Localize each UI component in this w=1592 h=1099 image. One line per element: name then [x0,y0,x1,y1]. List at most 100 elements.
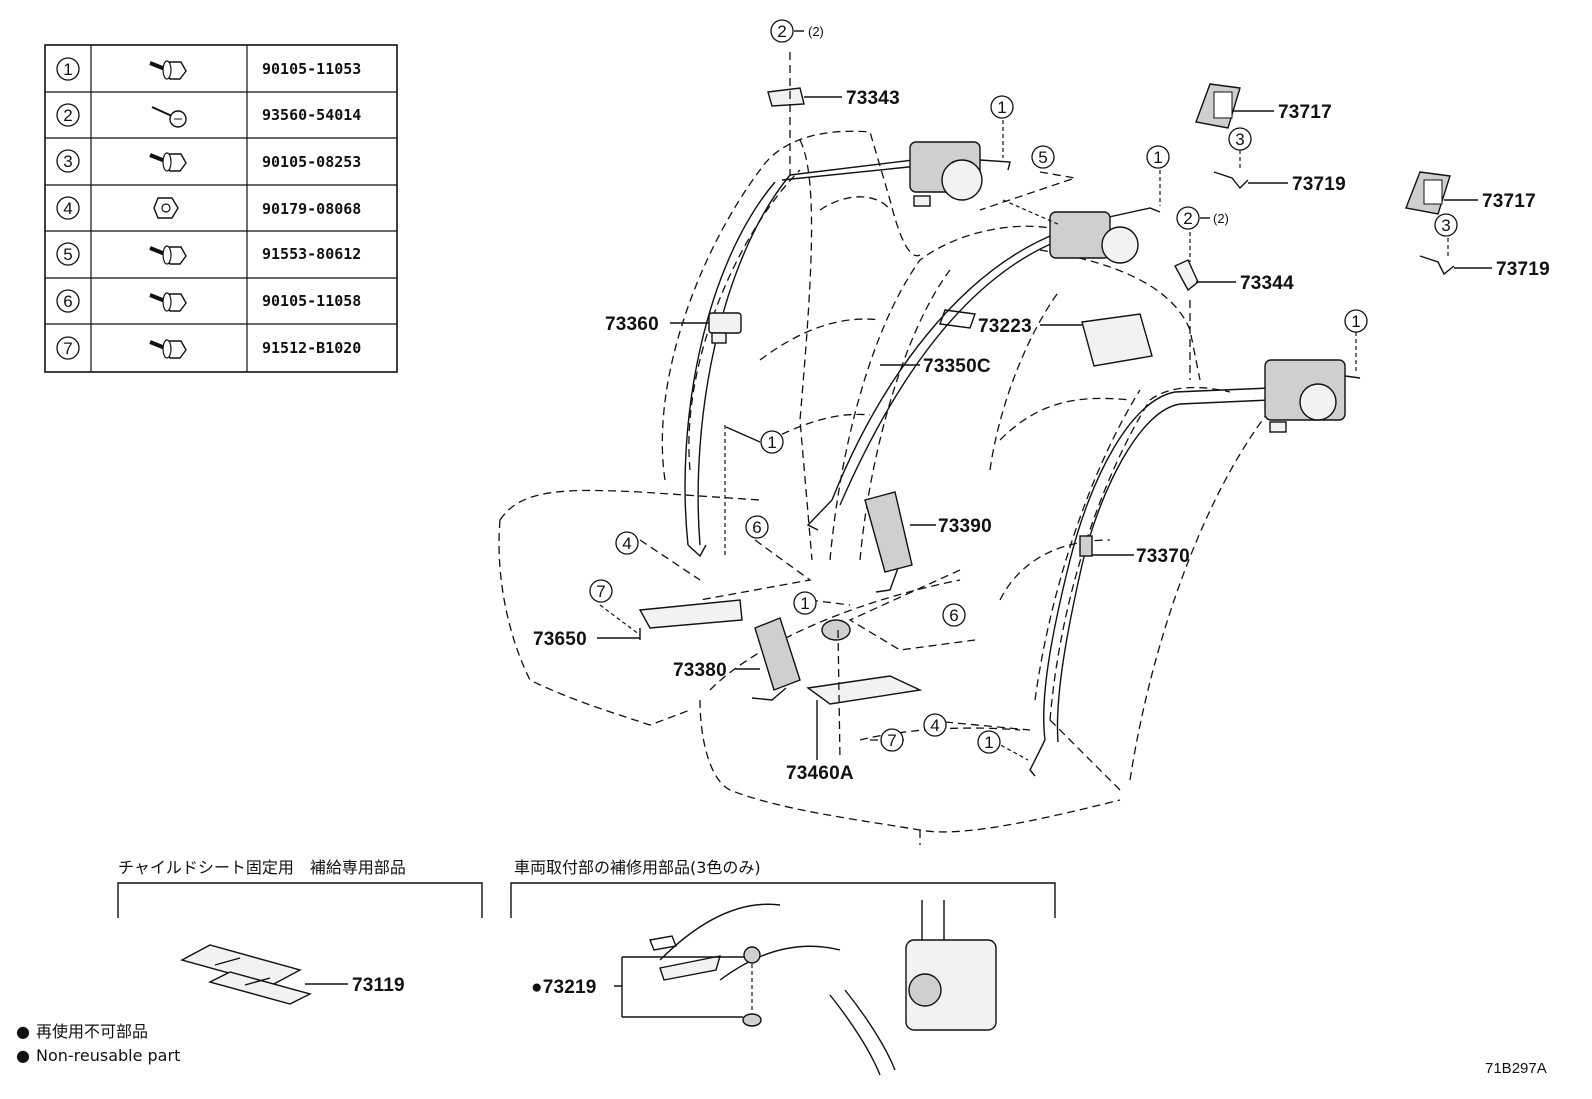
clip-73719-b [1419,255,1455,276]
retractor-left [909,141,1011,207]
belt-73360 [684,157,931,558]
bolt-icon [149,292,187,312]
callout: 4 [923,713,947,737]
cover-73343 [767,87,805,107]
table-part-number: 91512-B1020 [262,339,361,357]
table-ref: 2 [63,106,72,125]
table-row: 6 90105-11058 [56,289,361,313]
callouts: 2 (2) 1 5 1 3 2 (2) 3 1 1 6 4 7 1 6 7 4 1 [589,19,1458,754]
nut-icon [153,197,179,219]
table-row: 2 93560-54014 [56,103,361,128]
leader-lines [305,96,1492,985]
part-label: 73460A [786,763,854,784]
button-73717-a [1195,83,1241,129]
svg-text:2: 2 [777,22,786,41]
part-label: 73223 [978,316,1032,337]
diagram-code: 71B297A [1485,1060,1547,1077]
table-part-number: 91553-80612 [262,245,361,263]
svg-text:1: 1 [767,433,776,452]
svg-text:1: 1 [1153,148,1162,167]
svg-text:(2): (2) [808,24,824,39]
svg-text:1: 1 [997,98,1006,117]
table-part-number: 90105-11053 [262,60,361,78]
callout: 6 [942,603,966,627]
table-part-number: 93560-54014 [262,106,361,124]
callout: 3 [1434,213,1458,237]
belt-73350c [806,207,1161,531]
part-label: 73370 [1136,546,1190,567]
legend-line-2: ●Non-reusable part [16,1046,180,1065]
svg-text:3: 3 [1441,216,1450,235]
assembly-lines [599,52,1449,761]
buckle-73390 [864,491,913,593]
cover-73344 [1174,259,1199,292]
table-part-number: 90105-11058 [262,292,361,310]
svg-text:1: 1 [984,733,993,752]
part-label: 73719 [1292,174,1346,195]
table-row: 4 90179-08068 [56,196,361,220]
table-part-number: 90105-08253 [262,153,361,171]
table-row: 1 90105-11053 [56,57,361,81]
repair-section: 車両取付部の補修用部品(3色のみ) ●73219 [510,858,1056,1076]
table-row: 3 90105-08253 [56,149,361,173]
svg-text:1: 1 [1351,312,1360,331]
seat-outline [498,130,1271,845]
legend: ●再使用不可部品 ●Non-reusable part [16,1022,180,1065]
svg-text:2: 2 [1183,209,1192,228]
bracket-73650 [638,599,743,640]
callout: 2 (2) [770,19,824,43]
svg-text:4: 4 [930,716,939,735]
table-ref: 1 [63,60,72,79]
section-title: チャイルドシート固定用 補給専用部品 [118,858,406,877]
svg-text:7: 7 [887,731,896,750]
part-label: 73719 [1496,259,1550,280]
part-labels: 73343 73717 73719 73717 73719 73344 7 3 3 6… [533,88,1550,784]
callout: 1 [1146,145,1170,169]
callout: 4 [615,531,639,555]
svg-text:4: 4 [622,534,631,553]
fastener-table: 1 90105-11053 2 93560-54014 3 [44,44,398,373]
svg-text:7: 7 [596,582,605,601]
callout: 1 [725,426,784,454]
buckle-73380 [751,617,801,701]
svg-text:5: 5 [1038,148,1047,167]
child-seat-plate [180,944,312,1005]
table-row: 7 91512-B1020 [56,336,361,360]
callout: 5 [1031,145,1055,169]
clip-73719-a [1213,171,1249,190]
svg-text:6: 6 [949,606,958,625]
table-row: 5 91553-80612 [56,242,361,266]
box-73223 [939,309,1153,367]
part-label: 73380 [673,660,727,681]
callout: 7 [589,579,613,603]
part-label: 73344 [1240,273,1294,294]
callout: 3 [1228,127,1252,151]
callout: 1 [977,730,1001,754]
svg-text:(2): (2) [1213,211,1229,226]
part-label: 73350C [923,356,991,377]
svg-text:6: 6 [752,518,761,537]
belt-73370 [1029,359,1361,777]
table-ref: 5 [63,245,72,264]
part-label: ●73219 [531,977,597,998]
callout: 2 (2) [1176,206,1229,230]
bolt-icon [149,245,187,265]
table-ref: 4 [63,199,72,218]
legend-line-1: ●再使用不可部品 [16,1022,148,1041]
part-label: 73650 [533,629,587,650]
svg-text:1: 1 [800,594,809,613]
button-73717-b [1405,171,1451,215]
part-label: 73717 [1278,102,1332,123]
bolt-icon [149,60,187,80]
screw-icon [151,106,187,128]
table-ref: 6 [63,292,72,311]
callout: 1 [990,95,1014,119]
callout: 6 [745,515,769,539]
bracket-73460a [806,619,923,705]
bolt-icon [149,339,187,359]
part-label: 73343 [846,88,900,109]
svg-text:3: 3 [1235,130,1244,149]
part-label: 73390 [938,516,992,537]
part-label: 73717 [1482,191,1536,212]
callout: 1 [1344,309,1368,333]
